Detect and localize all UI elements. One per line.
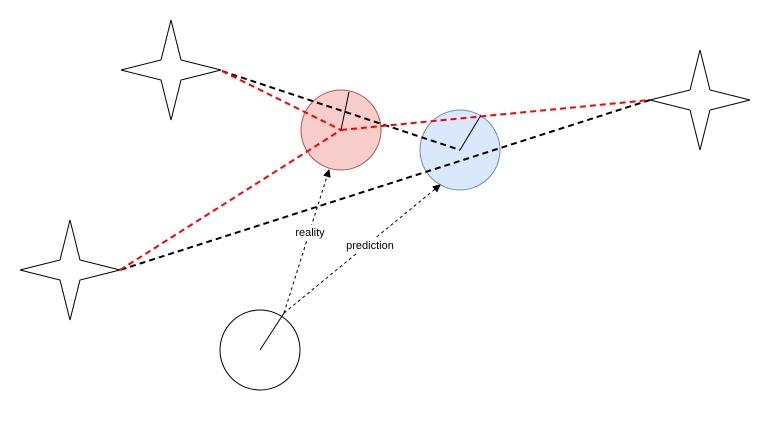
prediction-arrow [283,184,441,314]
prediction-line-right [119,99,651,271]
reality-bearing-lines [119,70,651,271]
star-icon [19,219,121,321]
star-icon [649,49,751,151]
reality-arrow [283,169,331,314]
reality-line-top-left [221,70,342,131]
prediction-bearing-lines [119,70,651,271]
reality-line-right [340,99,651,131]
star-icon [120,19,222,121]
prediction-line-top-left [221,70,461,151]
reality-label: reality [295,227,325,239]
robot-circle [219,309,301,391]
reality-line-bottom-left [119,129,342,271]
prediction-label: prediction [346,240,394,252]
